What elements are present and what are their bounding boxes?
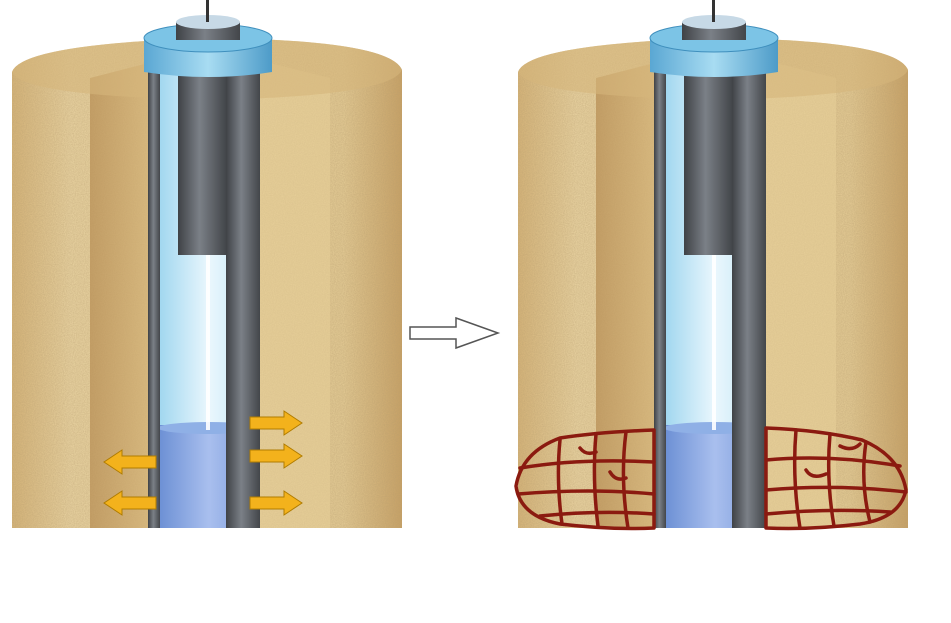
right-arrow-icon [409,316,501,350]
pressure-arrows [103,410,303,516]
wellbore [649,0,779,528]
panel-after [514,0,908,531]
arrow-right-icon [249,443,303,469]
panel-before [12,0,402,528]
arrow-right-icon [249,410,303,436]
fracture-network [514,426,908,531]
arrow-left-icon [103,449,157,475]
wellbore [143,0,273,528]
arrow-right-icon [249,490,303,516]
arrow-left-icon [103,490,157,516]
